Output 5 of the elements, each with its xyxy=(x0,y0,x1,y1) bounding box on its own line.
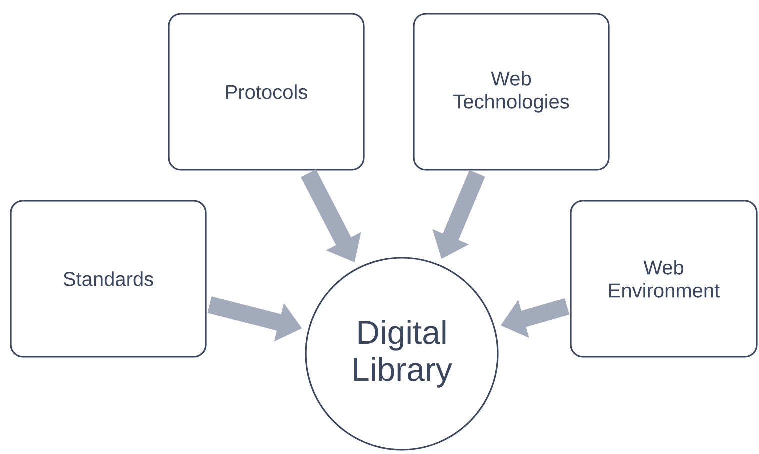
process-box: Standards xyxy=(10,200,207,358)
process-box: Web Environment xyxy=(570,200,758,358)
process-box: Web Technologies xyxy=(413,13,610,171)
circle-node: Digital Library xyxy=(305,257,499,451)
process-box: Protocols xyxy=(168,13,365,171)
